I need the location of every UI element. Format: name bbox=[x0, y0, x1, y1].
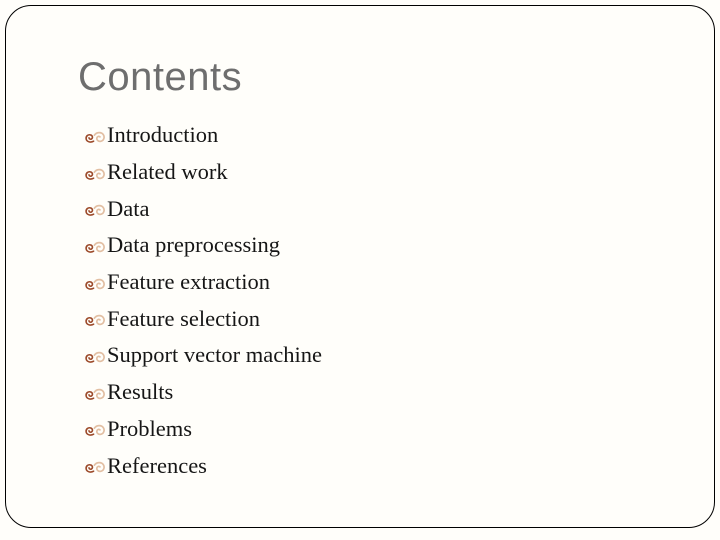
list-item-label: Introduction bbox=[107, 122, 219, 148]
ornament-bullet-icon bbox=[84, 460, 107, 474]
list-item: References bbox=[84, 447, 322, 484]
list-item-label: Problems bbox=[107, 415, 193, 441]
contents-list: Introduction Related work Data Data prep… bbox=[84, 117, 322, 484]
ornament-bullet-icon bbox=[84, 277, 107, 291]
list-item-label: Support vector machine bbox=[107, 342, 322, 368]
list-item-label: References bbox=[107, 452, 207, 478]
list-item: Support vector machine bbox=[84, 337, 322, 374]
ornament-bullet-icon bbox=[84, 313, 107, 327]
list-item: Results bbox=[84, 374, 322, 411]
list-item-label: Related work bbox=[107, 159, 228, 185]
list-item: Data preprocessing bbox=[84, 227, 322, 264]
ornament-bullet-icon bbox=[84, 240, 107, 254]
list-item-label: Feature selection bbox=[107, 305, 261, 331]
slide-border bbox=[5, 5, 715, 528]
slide-title: Contents bbox=[78, 55, 243, 99]
list-item-label: Feature extraction bbox=[107, 269, 271, 295]
list-item-label: Data preprocessing bbox=[107, 232, 281, 258]
ornament-bullet-icon bbox=[84, 423, 107, 437]
list-item: Feature extraction bbox=[84, 264, 322, 301]
list-item-label: Results bbox=[107, 379, 174, 405]
list-item: Data bbox=[84, 190, 322, 227]
ornament-bullet-icon bbox=[84, 350, 107, 364]
ornament-bullet-icon bbox=[84, 167, 107, 181]
list-item: Feature selection bbox=[84, 300, 322, 337]
list-item: Related work bbox=[84, 154, 322, 191]
list-item: Problems bbox=[84, 411, 322, 448]
list-item-label: Data bbox=[107, 195, 150, 221]
ornament-bullet-icon bbox=[84, 130, 107, 144]
ornament-bullet-icon bbox=[84, 387, 107, 401]
ornament-bullet-icon bbox=[84, 203, 107, 217]
list-item: Introduction bbox=[84, 117, 322, 154]
